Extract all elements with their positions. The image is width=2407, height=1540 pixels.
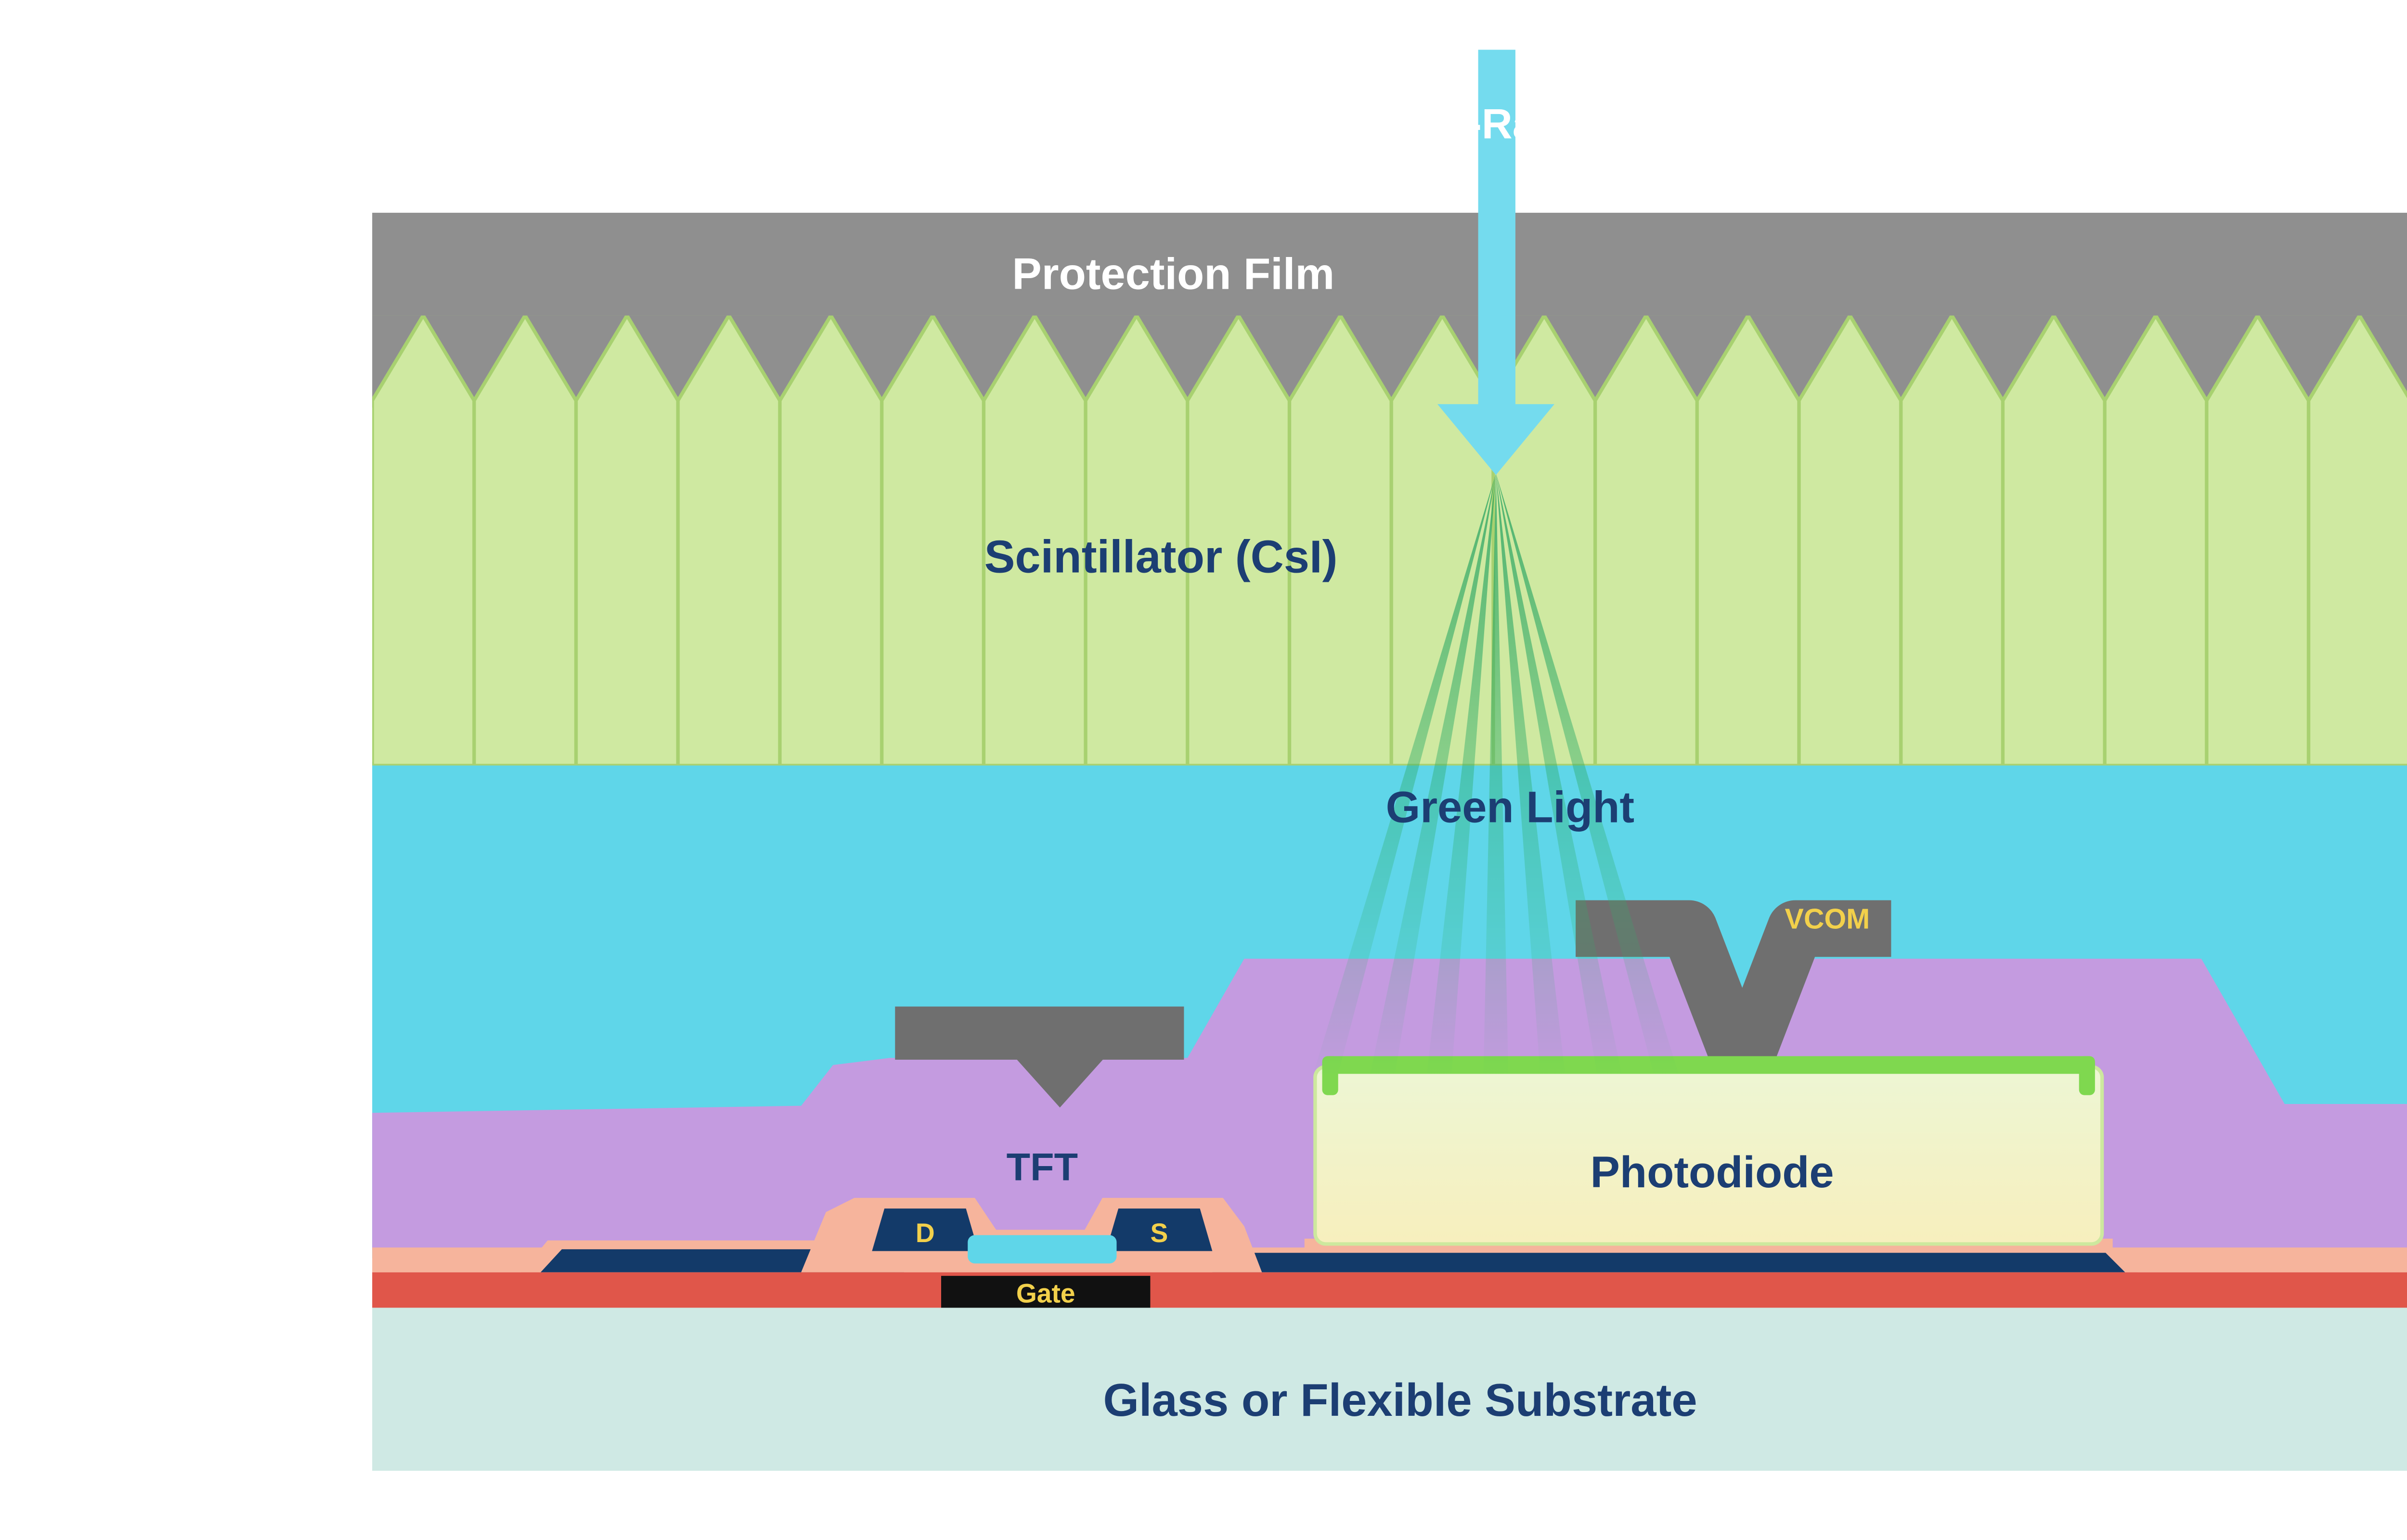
- tft-label: TFT: [1007, 1145, 1078, 1189]
- gate-electrode: [941, 1276, 1151, 1310]
- green-light-label: Green Light: [1386, 783, 1634, 832]
- photodiode-label: Photodiode: [1591, 1147, 1834, 1197]
- scintillator-layer: [372, 315, 2407, 766]
- tft-drain-electrode: [872, 1208, 979, 1251]
- xray-label: X-Ray: [1439, 100, 1560, 147]
- tft-channel-layer: [968, 1235, 1117, 1264]
- protection-film-label: Protection Film: [1012, 249, 1334, 298]
- right-data-line: [1212, 1253, 2125, 1272]
- red-insulator-layer: [372, 1272, 2407, 1308]
- substrate-layer: [372, 1308, 2407, 1471]
- substrate-label: Glass or Flexible Substrate: [1103, 1374, 1697, 1426]
- source-label: S: [1150, 1218, 1168, 1248]
- photodiode-contact-right-stub: [2079, 1056, 2095, 1095]
- photodiode-top-contact: [1322, 1056, 2095, 1074]
- scintillator-label: Scintillator (CsI): [984, 531, 1338, 582]
- light-shield-electrode: [895, 1006, 1184, 1060]
- drain-label: D: [916, 1218, 935, 1248]
- xray-arrow: [1437, 50, 1554, 475]
- light-shield-via: [1013, 1056, 1106, 1108]
- vcom-label: VCOM: [1785, 904, 1870, 935]
- gate-label: Gate: [1016, 1278, 1075, 1308]
- tft-source-electrode: [1106, 1208, 1213, 1251]
